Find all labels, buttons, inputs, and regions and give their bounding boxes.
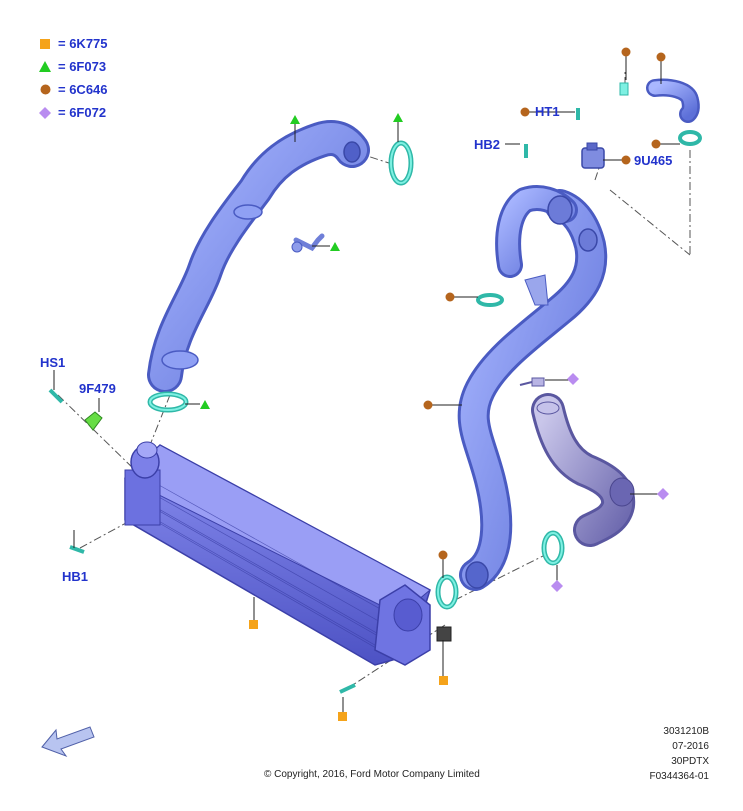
copyright-notice: © Copyright, 2016, Ford Motor Company Li… bbox=[264, 769, 480, 780]
marker-square-6k775 bbox=[439, 676, 448, 685]
triangle-icon bbox=[38, 60, 52, 74]
upper-right-hose bbox=[646, 78, 700, 123]
callout-ht1: HT1 bbox=[535, 104, 560, 119]
diamond-icon bbox=[38, 106, 52, 120]
marker-triangle-6f073 bbox=[330, 242, 340, 251]
marker-circle-6c646 bbox=[656, 52, 666, 62]
callout-hb2: HB2 bbox=[474, 137, 501, 152]
clamp-upper-left bbox=[147, 391, 189, 413]
clamp-intercooler-outlet bbox=[435, 574, 459, 610]
legend-label: = 6K775 bbox=[58, 36, 108, 51]
marker-circle-6c646 bbox=[621, 47, 631, 57]
clip-upper-right bbox=[619, 82, 629, 96]
marker-diamond-6f072 bbox=[551, 580, 563, 592]
bolt-hs1 bbox=[48, 388, 64, 404]
legend-item-6k775: = 6K775 bbox=[38, 32, 108, 55]
callout-hb1: HB1 bbox=[62, 569, 89, 584]
drawing-date: 07-2016 bbox=[672, 741, 709, 752]
legend-label: = 6C646 bbox=[58, 82, 108, 97]
bracket-9f479 bbox=[84, 411, 103, 431]
intercooler bbox=[124, 441, 431, 666]
sensor-6f072 bbox=[519, 377, 545, 387]
clamp-upper-far-right bbox=[678, 130, 702, 146]
rubber-bush bbox=[436, 626, 452, 642]
marker-square-6k775 bbox=[338, 712, 347, 721]
drawing-model: 30PDTX bbox=[671, 756, 709, 767]
clamp-right-lower bbox=[541, 530, 565, 566]
legend: = 6K775 = 6F073 = 6C646 = 6F072 bbox=[38, 32, 108, 124]
legend-item-6f072: = 6F072 bbox=[38, 101, 108, 124]
hose-sensor bbox=[291, 233, 325, 253]
upper-intake-hose bbox=[147, 120, 370, 393]
marker-triangle-6f073 bbox=[290, 115, 300, 124]
marker-circle-6c646 bbox=[621, 155, 631, 165]
marker-circle-6c646 bbox=[651, 139, 661, 149]
drawing-code: 3031210B bbox=[663, 726, 709, 737]
callout-9f479: 9F479 bbox=[79, 381, 116, 396]
clamp-upper-right bbox=[388, 140, 414, 186]
marker-diamond-6f072 bbox=[657, 488, 669, 500]
marker-circle-6c646 bbox=[438, 550, 448, 560]
marker-circle-6c646 bbox=[423, 400, 433, 410]
callout-hs1: HS1 bbox=[40, 355, 66, 370]
clamp-mid-right bbox=[476, 293, 504, 307]
drawing-id: F0344364-01 bbox=[649, 771, 710, 782]
marker-square-6k775 bbox=[249, 620, 258, 629]
legend-item-6c646: = 6C646 bbox=[38, 78, 108, 101]
leaders bbox=[53, 55, 680, 712]
marker-diamond-6f072 bbox=[567, 373, 579, 385]
callout-9u465: 9U465 bbox=[634, 153, 673, 168]
bolt-bottom bbox=[339, 683, 356, 694]
lower-right-duct bbox=[531, 393, 636, 547]
drawing-reference: 3031210B 07-2016 30PDTX F0344364-01 bbox=[650, 724, 710, 784]
markers bbox=[200, 47, 669, 721]
navigation-arrow-icon bbox=[41, 726, 95, 758]
marker-triangle-6f073 bbox=[200, 400, 210, 409]
marker-circle-6c646 bbox=[445, 292, 455, 302]
square-icon bbox=[38, 37, 52, 51]
legend-label: = 6F073 bbox=[58, 59, 107, 74]
bolt-hb1 bbox=[69, 545, 85, 554]
marker-circle-6c646 bbox=[520, 107, 530, 117]
right-main-hose bbox=[457, 185, 608, 591]
sensor-9u465 bbox=[581, 142, 605, 169]
legend-item-6f073: = 6F073 bbox=[38, 55, 108, 78]
legend-label: = 6F072 bbox=[58, 105, 107, 120]
marker-triangle-6f073 bbox=[393, 113, 403, 122]
circle-icon bbox=[38, 83, 52, 97]
